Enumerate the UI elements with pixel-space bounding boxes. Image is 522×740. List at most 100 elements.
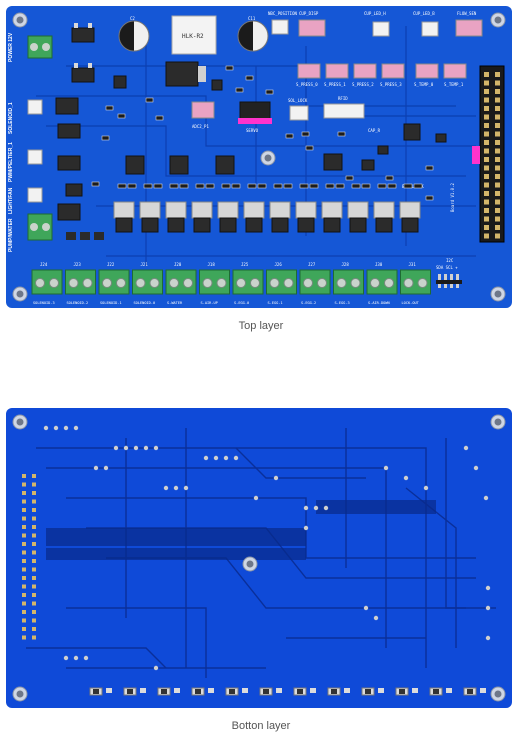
terminal-label: SOLENOID-3 — [33, 301, 55, 305]
terminal-label: LOCK-OUT — [402, 301, 420, 305]
terminal-id: J23 — [74, 262, 82, 267]
board-version: Board V1.0.2 — [450, 183, 455, 212]
terminal-label: SOLENOID-2 — [67, 301, 89, 305]
i2c-pins — [436, 274, 462, 288]
terminal-id: J25 — [241, 262, 249, 267]
power-module-label: HLK-R2 — [182, 33, 204, 40]
electrolytic-capacitor-c11 — [237, 20, 269, 52]
ic-chips — [113, 75, 447, 175]
label-s-press-1: S_PRESS_1 — [324, 82, 346, 87]
mosfet — [269, 201, 291, 233]
bottom-mounting-holes — [12, 414, 506, 702]
terminal-label: SOLENOID-0 — [134, 301, 156, 305]
terminal-id: J28 — [342, 262, 350, 267]
bottom-vias — [43, 425, 491, 671]
terminal-id: J18 — [208, 262, 216, 267]
top-header-connectors — [271, 19, 483, 37]
top-layer-caption: Top layer — [238, 320, 284, 332]
mosfet — [373, 201, 395, 233]
mosfet — [191, 201, 213, 233]
mosfet — [165, 201, 187, 233]
cap-label-c11: C11 — [248, 16, 256, 21]
terminal-id: J26 — [275, 262, 283, 267]
electrolytic-capacitor-c2 — [118, 20, 150, 52]
gpio-header — [479, 65, 505, 243]
bottom-layer-caption: Botton layer — [231, 720, 291, 732]
header-label-cup-led-h: CUP_LED_H — [364, 11, 386, 16]
terminal-id: J20 — [174, 262, 182, 267]
terminal-label: S-EGG-2 — [301, 301, 316, 305]
side-label-pwm: PWM/PELTIER_1 — [8, 142, 14, 182]
mosfet — [295, 201, 317, 233]
top-layer-pcb: POWER 12V SOLENOID_1 PWM/PELTIER_1 LIGHT… — [8, 11, 506, 305]
label-servo: SERVO — [246, 128, 259, 133]
terminal-id: J30 — [375, 262, 383, 267]
side-label-solenoid: SOLENOID_1 — [8, 102, 14, 134]
label-s-press-0: S_PRESS_0 — [296, 82, 318, 87]
terminal-id: J22 — [107, 262, 115, 267]
label-sol-lock: SOL_LOCK — [288, 98, 308, 103]
label-s-press-2: S_PRESS_2 — [352, 82, 374, 87]
side-label-power: POWER 12V — [8, 32, 14, 62]
voltage-regulator — [165, 61, 199, 87]
mosfet — [217, 201, 239, 233]
side-label-light: LIGHT/FAN — [8, 187, 14, 214]
mosfets-left — [55, 27, 95, 221]
mosfet — [139, 201, 161, 233]
sensor-connectors — [297, 63, 467, 79]
terminal-id: J31 — [409, 262, 417, 267]
terminal-id: J21 — [141, 262, 149, 267]
cap-label-c2: C2 — [130, 16, 135, 21]
pump-terminal — [27, 213, 53, 241]
header-label-flow: FLOW_SEN — [457, 11, 477, 16]
label-adc: ADC2_P1 — [192, 124, 209, 129]
label-s-temp-0: S_TEMP_0 — [414, 82, 434, 87]
i2c-pins-label: SDA SCL + — [436, 265, 458, 270]
mosfet — [113, 201, 135, 233]
terminal-label: S-AIR-UP — [201, 301, 218, 305]
mounting-holes — [12, 12, 506, 302]
terminal-label: SOLENOID-1 — [100, 301, 122, 305]
bottom-layer-board — [6, 408, 512, 708]
label-s-press-3: S_PRESS_3 — [380, 82, 402, 87]
label-s-temp-1: S_TEMP_1 — [444, 82, 464, 87]
terminal-label: S-EGG-0 — [234, 301, 249, 305]
label-rfid: RFID — [338, 96, 348, 101]
header-label-cup-led-b: CUP_LED_B — [413, 11, 435, 16]
terminal-id: J24 — [40, 262, 48, 267]
resistor-row — [117, 183, 423, 189]
label-enable: ENABLE OK — [402, 184, 424, 189]
mosfet — [399, 201, 421, 233]
bottom-smd-row — [89, 687, 486, 696]
power-terminal — [27, 35, 53, 59]
mosfet — [347, 201, 369, 233]
mosfet — [321, 201, 343, 233]
terminal-id: J27 — [308, 262, 316, 267]
terminal-label: S-EGG-1 — [268, 301, 283, 305]
header-label-cup-disp: CUP_DISP — [299, 11, 319, 16]
i2c-label: I2C — [446, 258, 454, 263]
header-label-nbc: NBC_POSITION — [268, 11, 297, 16]
terminal-label: S-WATER — [167, 301, 183, 305]
label-cap-r: CAP_R — [368, 128, 381, 133]
header-key-marker — [472, 146, 480, 164]
terminal-label: S-EGG-3 — [335, 301, 350, 305]
power-module — [171, 15, 217, 55]
mosfet — [243, 201, 265, 233]
top-layer-board: POWER 12V SOLENOID_1 PWM/PELTIER_1 LIGHT… — [6, 6, 512, 308]
bottom-header-pads — [22, 474, 36, 640]
bottom-layer-pcb — [12, 414, 506, 702]
side-label-pump: PUMP/WATER — [8, 218, 14, 252]
